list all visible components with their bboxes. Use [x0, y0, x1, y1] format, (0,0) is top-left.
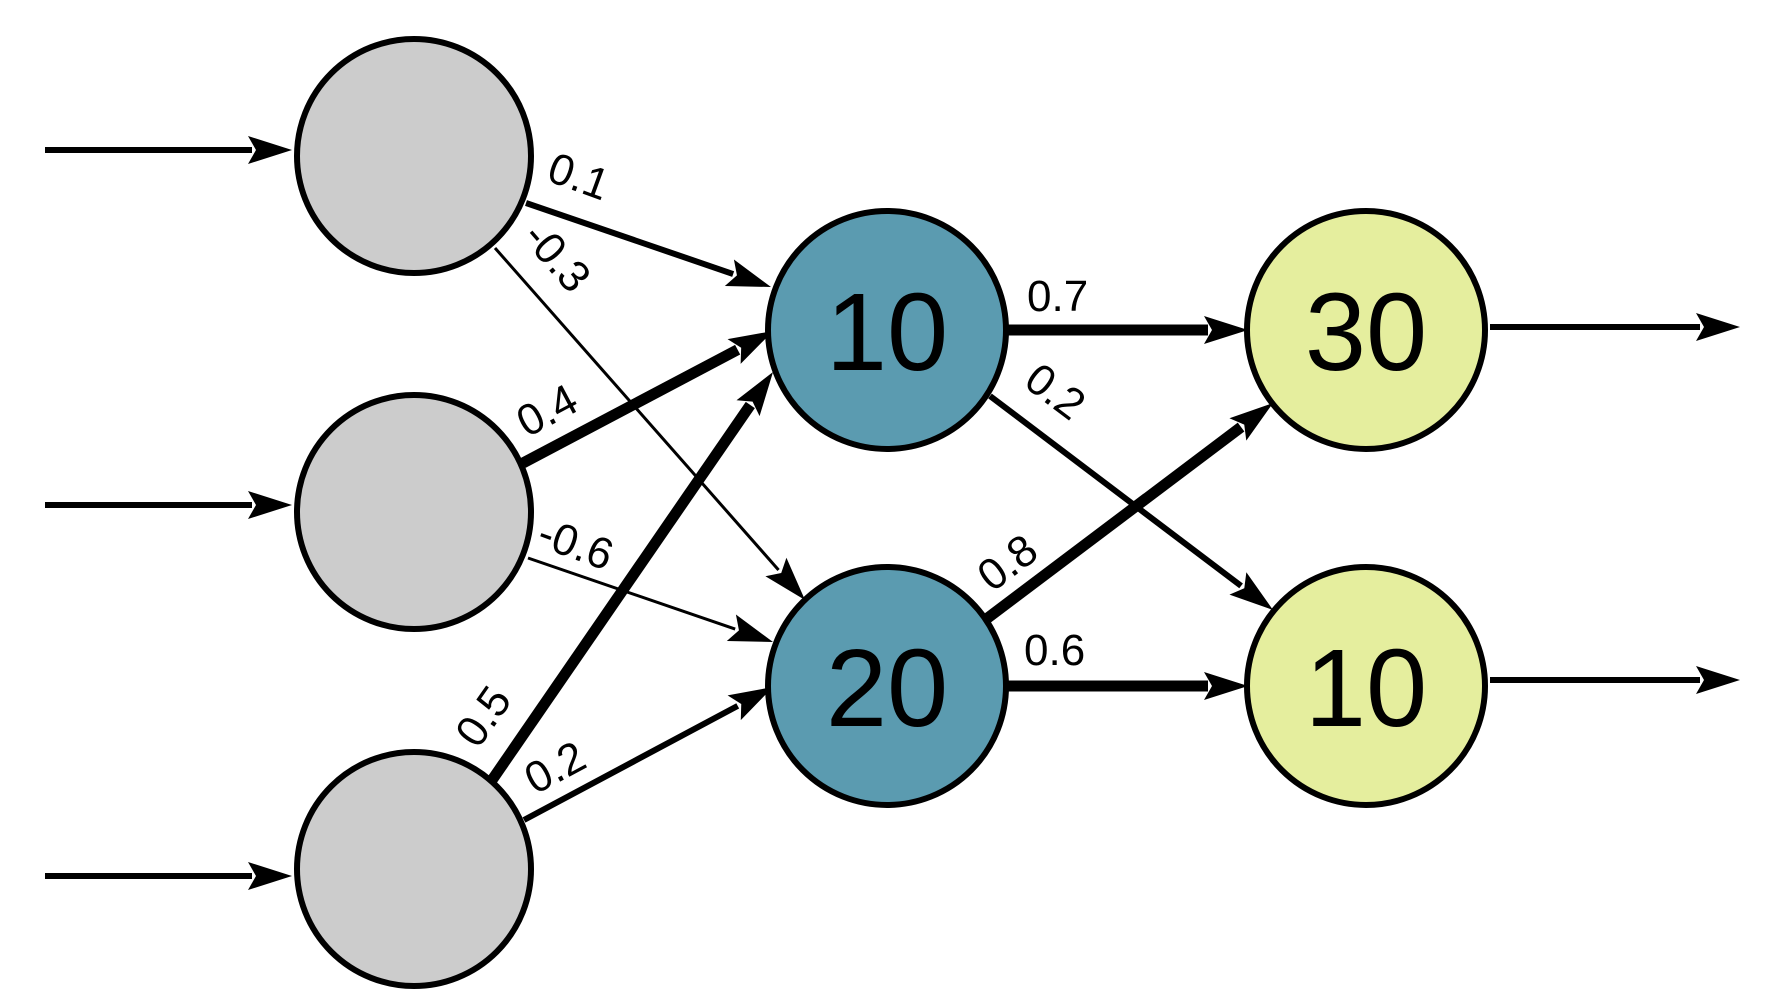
output-node-2-value: 10	[1305, 627, 1427, 750]
output-arrow-2	[1490, 666, 1740, 694]
edge-i2-h2-line	[527, 556, 736, 631]
input-arrow-1	[45, 136, 292, 164]
weight-label-h2-o1: 0.8	[969, 525, 1047, 601]
output-node-2	[1244, 564, 1488, 808]
hidden-node-2-value: 20	[826, 627, 948, 750]
output-arrow-2-arrowhead	[1696, 666, 1740, 694]
edge-h1-o1-arrowhead	[1204, 316, 1248, 344]
edge-h2-o1	[981, 403, 1273, 625]
edge-i1-h1-line	[525, 200, 735, 277]
edge-h1-o1	[1008, 316, 1248, 344]
edge-i2-h1-arrowhead	[727, 331, 773, 364]
edge-layer	[45, 136, 1740, 890]
weight-label-i1-h1: 0.1	[542, 143, 616, 210]
edge-h2-o2	[1008, 672, 1248, 700]
input-arrow-2	[45, 491, 292, 519]
edge-h2-o1-arrowhead	[1229, 403, 1273, 441]
edge-i2-h2-arrowhead	[726, 614, 773, 642]
input-arrow-3-arrowhead	[248, 862, 292, 890]
edge-i3-h2-line	[522, 703, 740, 823]
edge-i3-h1-arrowhead	[736, 372, 773, 417]
output-arrow-1-arrowhead	[1696, 313, 1740, 341]
edge-i1-h1	[525, 200, 771, 287]
edge-i1-h2-arrowhead	[765, 557, 805, 600]
weight-label-h2-o2: 0.6	[1024, 626, 1085, 675]
edge-i3-h2-arrowhead	[727, 687, 773, 721]
weight-label-i3-h1: 0.5	[446, 678, 521, 756]
edge-i3-h1	[485, 372, 773, 787]
input-arrow-2-arrowhead	[248, 491, 292, 519]
hidden-node-1	[765, 208, 1009, 452]
weight-label-h1-o1: 0.7	[1027, 272, 1088, 321]
input-node-2	[294, 392, 534, 632]
input-arrow-3	[45, 862, 292, 890]
edge-i3-h1-line	[485, 401, 755, 787]
edge-i2-h1	[520, 331, 773, 468]
weight-label-i3-h2: 0.2	[517, 732, 594, 804]
edge-i2-h1-line	[520, 344, 741, 468]
hidden-node-1-value: 10	[826, 271, 948, 394]
output-arrow-1	[1490, 313, 1740, 341]
edge-i1-h1-arrowhead	[724, 259, 771, 287]
weight-label-h1-o2: 0.2	[1016, 354, 1094, 430]
edge-h1-o2-arrowhead	[1229, 572, 1273, 610]
input-node-1	[294, 36, 534, 276]
edge-i3-h2	[522, 687, 773, 823]
input-node-3	[294, 749, 534, 989]
hidden-node-2	[765, 564, 1009, 808]
edge-h1-o2-line	[988, 393, 1243, 589]
output-node-1	[1244, 208, 1488, 452]
output-node-1-value: 30	[1305, 271, 1427, 394]
input-arrow-1-arrowhead	[248, 136, 292, 164]
edge-h2-o2-arrowhead	[1204, 672, 1248, 700]
weight-label-i2-h2: -0.6	[532, 508, 620, 580]
edge-h2-o1-line	[981, 422, 1245, 625]
edge-i2-h2	[527, 556, 773, 642]
edge-h1-o2	[988, 393, 1273, 610]
node-layer: 10 20 30 10	[294, 36, 1488, 989]
